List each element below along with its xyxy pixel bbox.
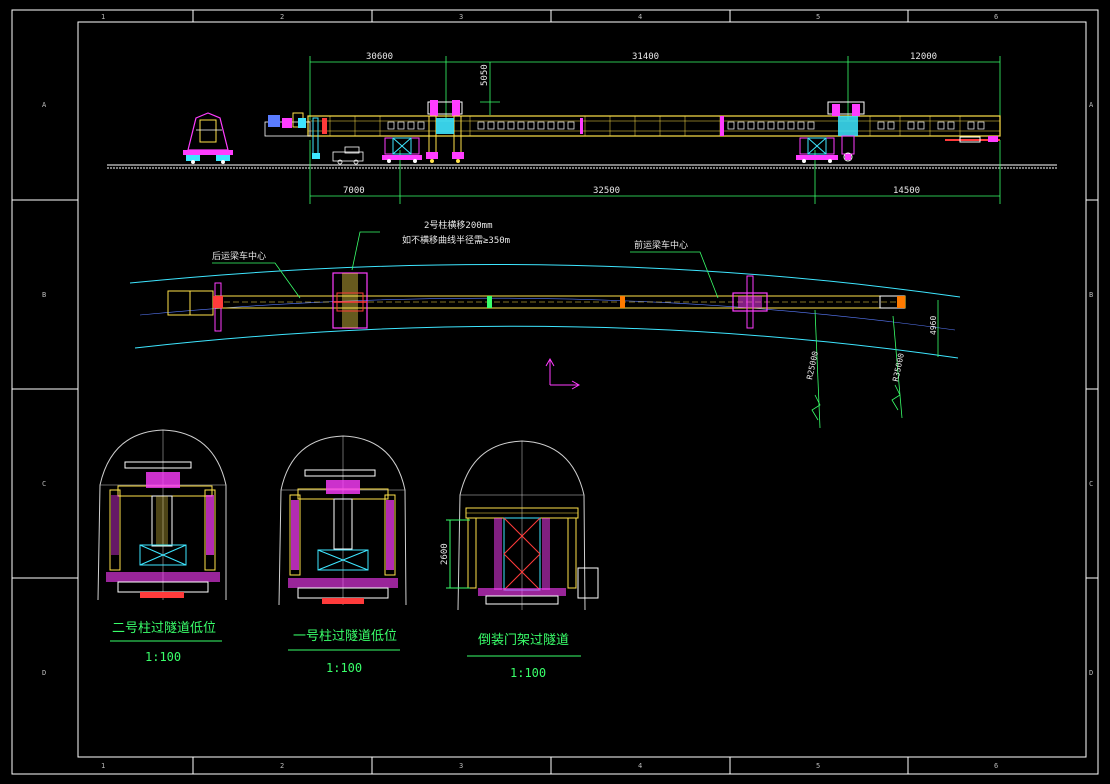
grid-col-4: 4 <box>638 13 642 21</box>
grid-row-c-right: C <box>1089 480 1093 488</box>
grid-row-a-right: A <box>1089 101 1094 109</box>
dim-top-2: 31400 <box>632 52 659 62</box>
grid-labels: 1 2 3 4 5 6 1 2 3 4 5 6 A B C D A B C D <box>42 13 1094 770</box>
rear-trolley-center-label: 后运梁车中心 <box>212 250 266 262</box>
plan-note-line-1: 2号柱横移200mm <box>424 219 493 231</box>
dim-bottom-3: 14500 <box>893 186 920 196</box>
elevation-view: 30600 31400 12000 5050 7000 32500 14500 <box>107 52 1057 204</box>
tunnel-section-3 <box>446 440 599 657</box>
grid-col-5-bottom: 5 <box>816 762 820 770</box>
section-3-caption: 倒装门架过隧道 <box>478 632 569 648</box>
tunnel-section-1 <box>97 429 227 642</box>
grid-row-d: D <box>42 669 46 677</box>
section-3-scale: 1:100 <box>510 666 546 680</box>
plan-note-line-2: 如不横移曲线半径需≥350m <box>402 234 510 246</box>
main-girder <box>307 115 1001 137</box>
rear-bogie <box>382 137 422 163</box>
grid-row-d-right: D <box>1089 669 1093 677</box>
grid-row-a: A <box>42 101 47 109</box>
grid-col-4-bottom: 4 <box>638 762 642 770</box>
section-3-height-dim: 2600 <box>440 543 450 565</box>
grid-col-1-bottom: 1 <box>101 762 105 770</box>
rear-gantry-crane <box>183 112 233 164</box>
grid-col-5: 5 <box>816 13 820 21</box>
bottom-dimension-lines <box>309 140 1001 204</box>
grid-row-b-right: B <box>1089 291 1093 299</box>
section-1-scale: 1:100 <box>145 650 181 664</box>
grid-row-c: C <box>42 480 46 488</box>
axis-symbol <box>545 357 581 390</box>
section-1-caption: 二号柱过隧道低位 <box>112 620 216 636</box>
drawing-frame <box>11 9 1099 775</box>
middle-support-leg <box>426 100 464 163</box>
delivery-trolley <box>332 146 364 165</box>
rear-tail-section <box>264 112 327 159</box>
dim-vertical: 5050 <box>480 64 490 86</box>
section-2-scale: 1:100 <box>326 661 362 675</box>
dim-top-3: 12000 <box>910 52 937 62</box>
section-2-caption: 一号柱过隧道低位 <box>293 628 397 644</box>
top-dimension-lines <box>309 56 1001 120</box>
plan-view: 2号柱横移200mm 如不横移曲线半径需≥350m 后运梁车中心 前运梁车中心 … <box>129 219 961 429</box>
grid-col-6: 6 <box>994 13 998 21</box>
dim-bottom-2: 32500 <box>593 186 620 196</box>
front-lifting-trolley <box>827 101 865 162</box>
grid-col-2-bottom: 2 <box>280 762 284 770</box>
grid-col-2: 2 <box>280 13 284 21</box>
grid-col-3-bottom: 3 <box>459 762 463 770</box>
dim-top-1: 30600 <box>366 52 393 62</box>
tunnel-section-2 <box>278 435 407 651</box>
grid-row-b: B <box>42 291 46 299</box>
front-bogie <box>796 137 838 163</box>
front-trolley-center-label: 前运梁车中心 <box>634 239 688 251</box>
grid-col-1: 1 <box>101 13 105 21</box>
width-dim-label: 4960 <box>929 316 938 335</box>
dim-bottom-1: 7000 <box>343 186 365 196</box>
grid-col-6-bottom: 6 <box>994 762 998 770</box>
grid-col-3: 3 <box>459 13 463 21</box>
radius-label-2: R35000 <box>891 352 906 382</box>
front-nose-leg <box>945 136 1000 143</box>
